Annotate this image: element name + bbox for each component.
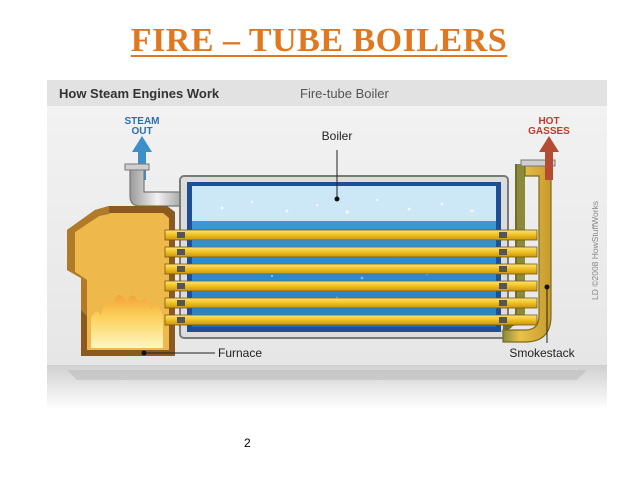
- fire-tube: [164, 263, 538, 275]
- hot-gasses-label-1: HOT: [538, 116, 559, 127]
- steam-space: [192, 186, 496, 221]
- smokestack-label: Smokestack: [509, 346, 575, 360]
- fire-tube: [164, 297, 538, 309]
- hot-gasses-arrow-icon: [539, 136, 559, 152]
- smokestack-cap: [520, 159, 556, 167]
- boiler-callout-dot: [334, 196, 340, 202]
- base-shadow: [67, 370, 587, 380]
- steam-out-arrow-icon: [132, 136, 152, 152]
- fire-tube-boiler-diagram: How Steam Engines Work Fire-tube Boiler …: [47, 80, 607, 410]
- steam-pipe-flange: [124, 163, 150, 171]
- water-between-tubes: [192, 240, 496, 315]
- fire-tube: [164, 314, 538, 326]
- hot-gas-arrow-shaft: [545, 150, 553, 180]
- diagram-svg: How Steam Engines Work Fire-tube Boiler …: [47, 80, 607, 410]
- credit-text: LD ©2008 HowStuffWorks: [590, 201, 600, 300]
- steam-out-label-1: STEAM: [125, 116, 160, 127]
- series-title: How Steam Engines Work: [59, 86, 220, 101]
- page-number: 2: [244, 436, 251, 450]
- boiler-label: Boiler: [322, 129, 353, 143]
- fire-tubes: [164, 229, 538, 326]
- fire-tube: [164, 229, 538, 241]
- hot-gasses-label-2: GASSES: [528, 126, 570, 137]
- smokestack-callout-dot: [544, 284, 550, 290]
- steam-out-label-2: OUT: [131, 126, 152, 137]
- steam-pipe: [129, 167, 186, 207]
- flames-icon: [91, 294, 163, 348]
- header-band: [47, 80, 607, 106]
- furnace-label: Furnace: [218, 346, 262, 360]
- smokestack: [502, 163, 552, 343]
- fire-tube: [164, 246, 538, 258]
- diagram-subtitle: Fire-tube Boiler: [300, 86, 390, 101]
- furnace-callout-dot: [141, 350, 147, 356]
- fire-tube: [164, 280, 538, 292]
- slide-title: FIRE – TUBE BOILERS: [130, 22, 508, 59]
